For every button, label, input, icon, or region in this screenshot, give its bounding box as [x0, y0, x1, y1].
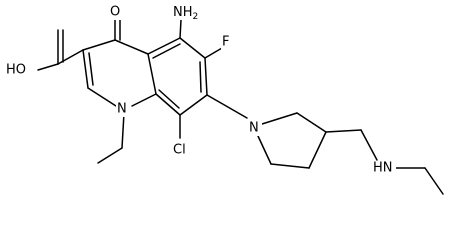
molecule-structure: NH2 O F HO N Cl N HN: [4, 5, 444, 195]
chloro-label: Cl: [173, 143, 186, 158]
bond-c3-c2-double: [88, 52, 94, 86]
structure-canvas: NH2 O F HO N Cl N HN: [4, 5, 444, 195]
bond-c7-c8: [179, 94, 208, 116]
bond-c8-c8a-double: [158, 89, 180, 109]
bond-ethyl-ch3: [97, 147, 123, 164]
bond-c6-c7: [204, 57, 208, 96]
bond-c8-c8a: [155, 93, 181, 116]
bond-c3-c4: [82, 39, 116, 51]
bond-c5-nh2: [179, 19, 182, 39]
bond-pyrrolidine-c4-c5: [270, 163, 310, 169]
bond-c6-c7-double: [199, 61, 202, 93]
bond-c7-pyrrolidine-n: [206, 94, 248, 119]
bond-c5-c6: [179, 37, 206, 59]
hydroxyl-label: HO: [6, 63, 26, 78]
bond-c6-f: [204, 47, 223, 59]
fluoro-label: F: [222, 35, 229, 50]
bond-methylene-nh: [360, 129, 378, 161]
bond-carboxyl-c3: [57, 49, 84, 65]
bond-c3-c2: [82, 49, 89, 89]
bond-c4-c4a: [114, 39, 149, 55]
bond-ethyl-ch3-terminal: [424, 167, 444, 195]
bond-pyrrolidine-c3-c4: [308, 131, 327, 169]
bond-n1-ethyl: [121, 112, 125, 149]
bond-carboxyl-oh: [37, 63, 59, 71]
bond-c4a-c5: [147, 37, 181, 55]
bond-c4a-c5-double: [152, 43, 181, 59]
bond-n1-c8a: [131, 93, 157, 107]
pyrrolidine-nitrogen-label: N: [249, 121, 259, 136]
oxo-label: O: [110, 5, 120, 20]
bond-c2-n1: [87, 87, 117, 107]
bond-pyrrolidine-n-c2: [261, 112, 298, 125]
amino-label: NH2: [173, 5, 198, 22]
bond-c3-methylene: [325, 129, 362, 133]
ring-nitrogen-label: N: [117, 102, 127, 117]
bond-c4a-c8a: [147, 53, 157, 95]
amine-label: HN: [373, 161, 393, 176]
bond-pyrrolidine-c5-n: [257, 135, 272, 165]
bond-pyrrolidine-c2-c3: [296, 112, 327, 133]
